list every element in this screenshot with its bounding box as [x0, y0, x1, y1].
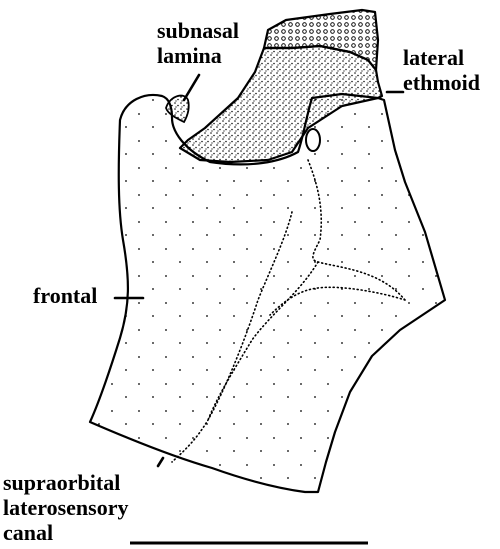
label-subnasal-lamina: subnasal lamina: [157, 18, 239, 68]
label-supraorbital-canal: supraorbital laterosensory canal: [3, 470, 128, 545]
label-frontal: frontal: [33, 283, 97, 308]
foramen: [306, 129, 320, 151]
label-lateral-ethmoid: lateral ethmoid: [403, 45, 480, 95]
